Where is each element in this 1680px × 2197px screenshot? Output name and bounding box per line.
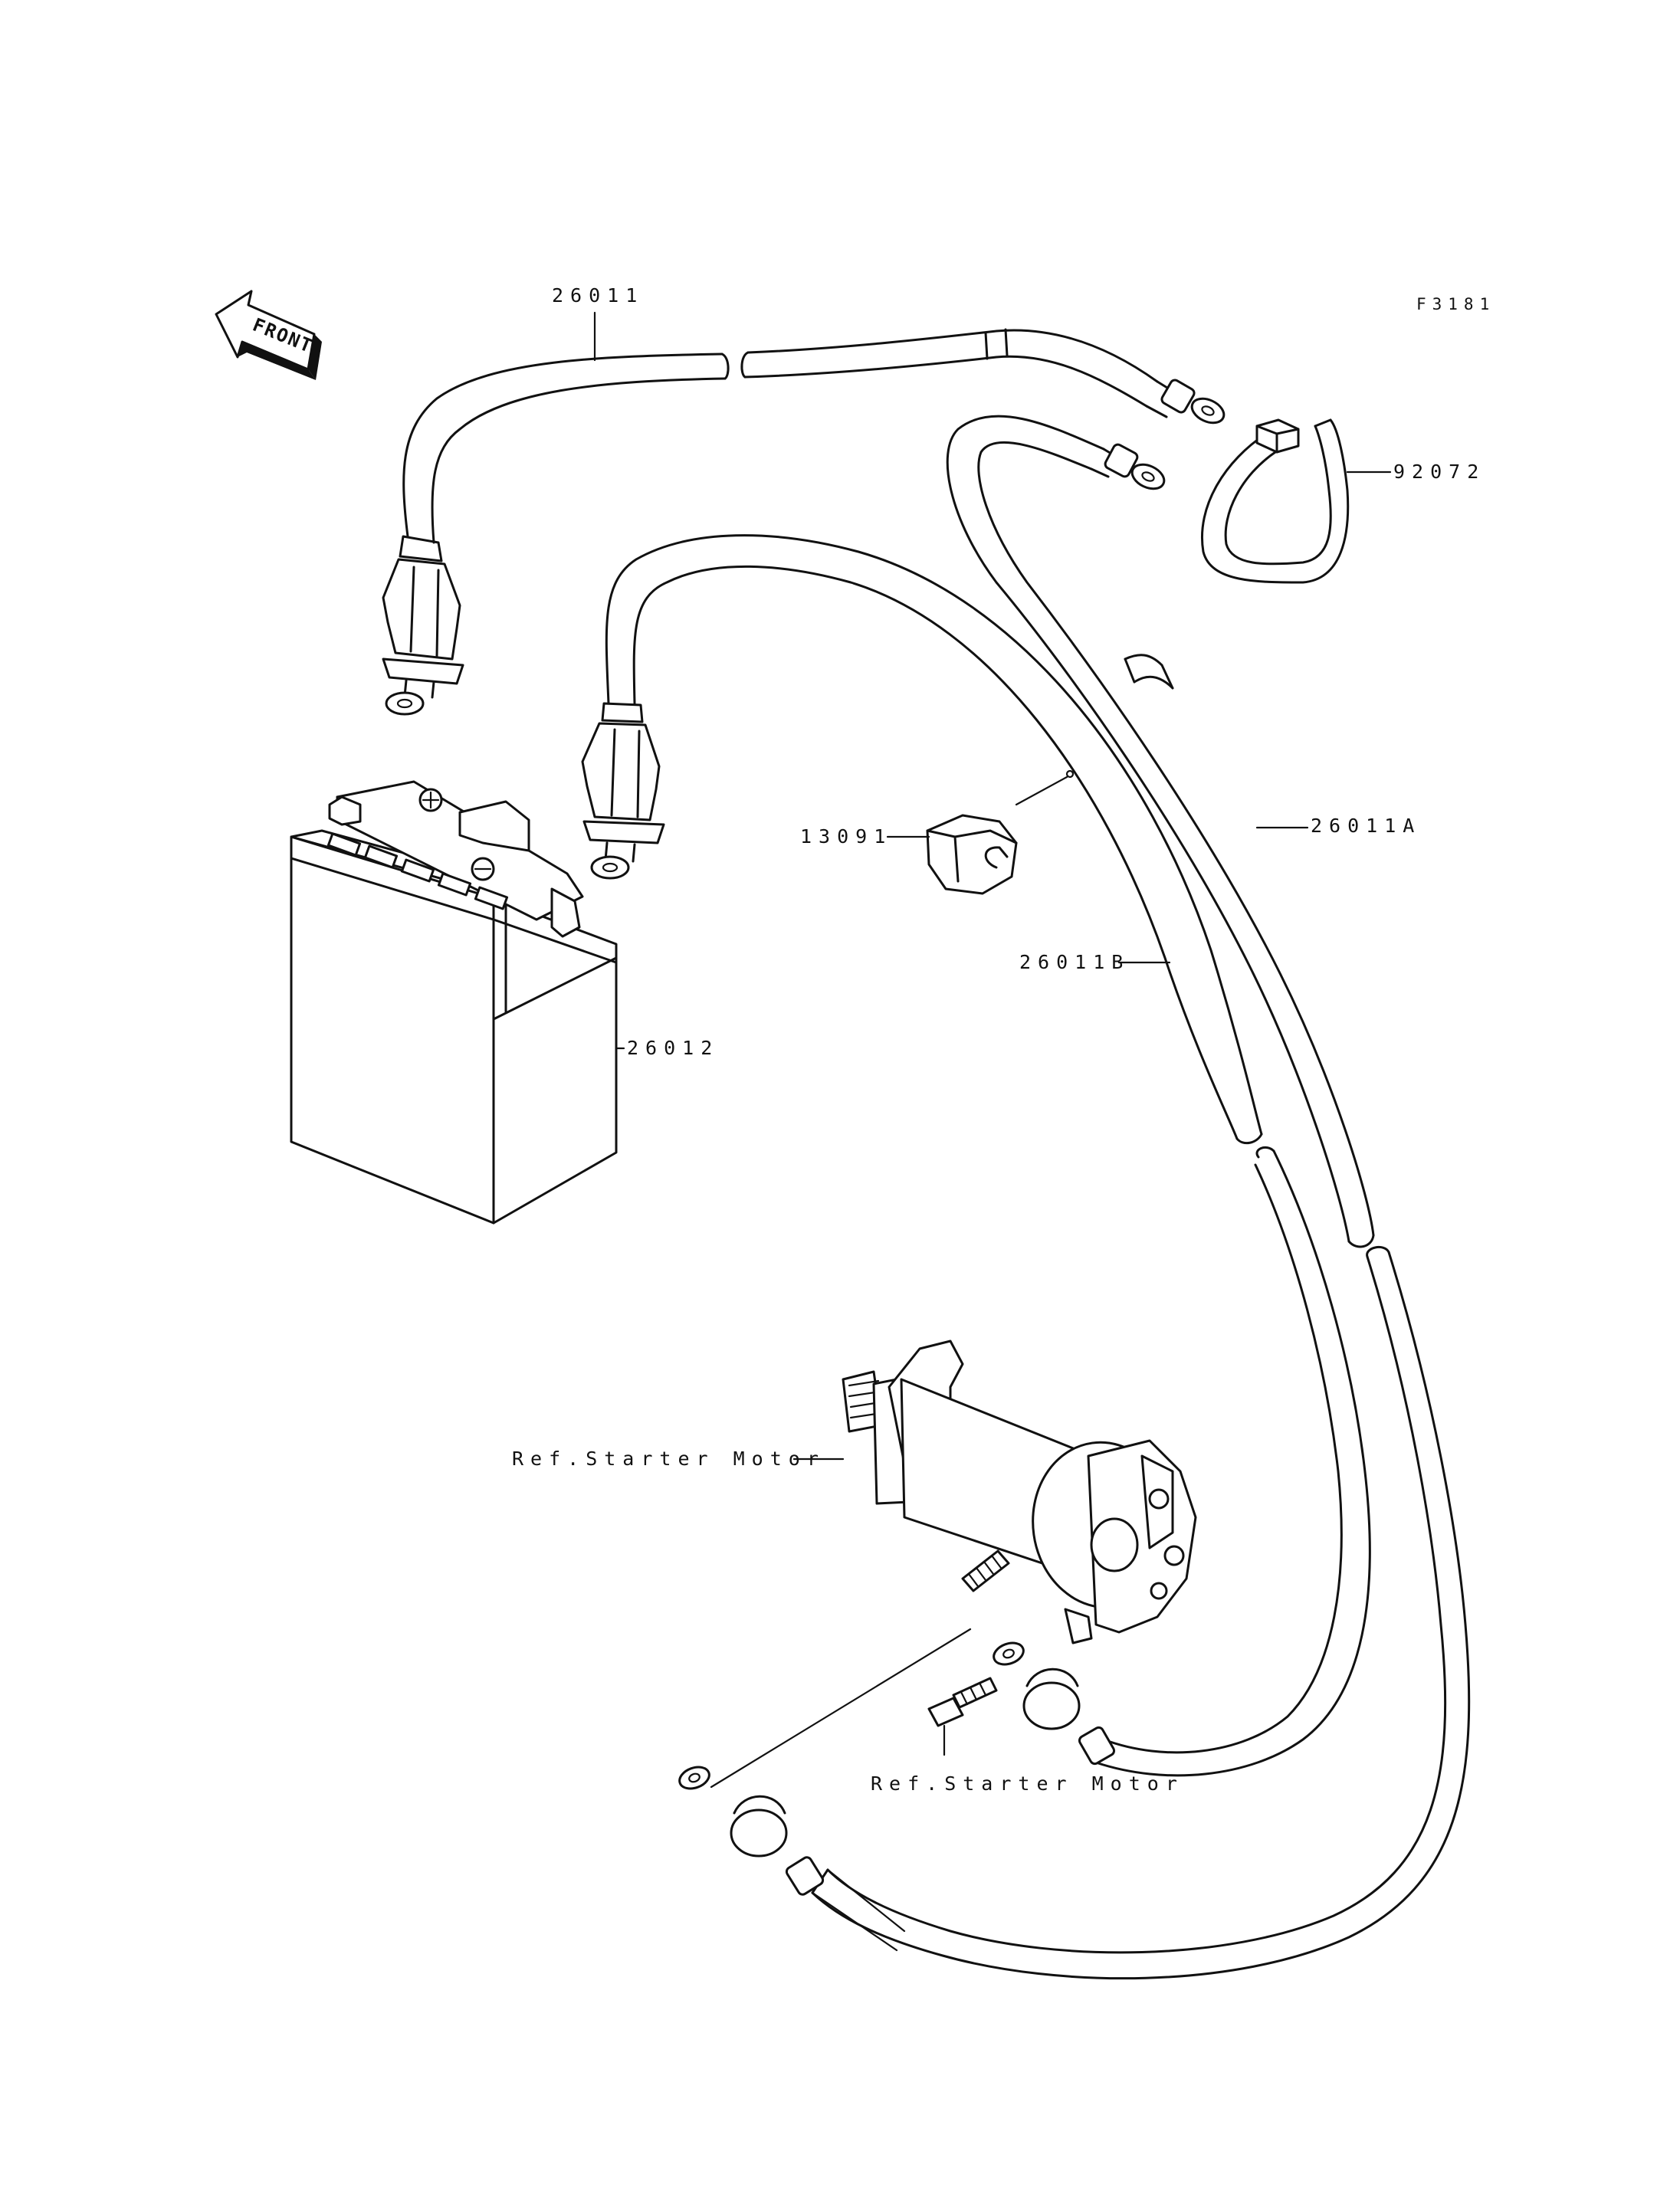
battery-26012	[290, 780, 618, 1225]
cap-13091	[926, 769, 1075, 895]
front-arrow-icon: FRONT	[215, 290, 322, 380]
callout-starter-ref-2: Ref.Starter Motor	[871, 1772, 1184, 1795]
callout-26011a: 26011A	[1311, 815, 1421, 837]
cable-26011b	[581, 534, 1371, 1777]
callout-26011: 26011	[552, 284, 644, 307]
callout-92072: 92072	[1393, 461, 1485, 483]
cable-26011a	[678, 415, 1471, 1980]
callout-26011b: 26011B	[1019, 951, 1130, 973]
starter-motor	[842, 1340, 1197, 1756]
drawing-code: F3181	[1416, 295, 1495, 313]
band-92072	[1201, 418, 1350, 584]
callout-starter-ref-1: Ref.Starter Motor	[512, 1448, 825, 1470]
callout-13091: 13091	[800, 825, 892, 848]
callout-26012: 26012	[627, 1037, 719, 1059]
cable-26011	[382, 328, 1226, 716]
